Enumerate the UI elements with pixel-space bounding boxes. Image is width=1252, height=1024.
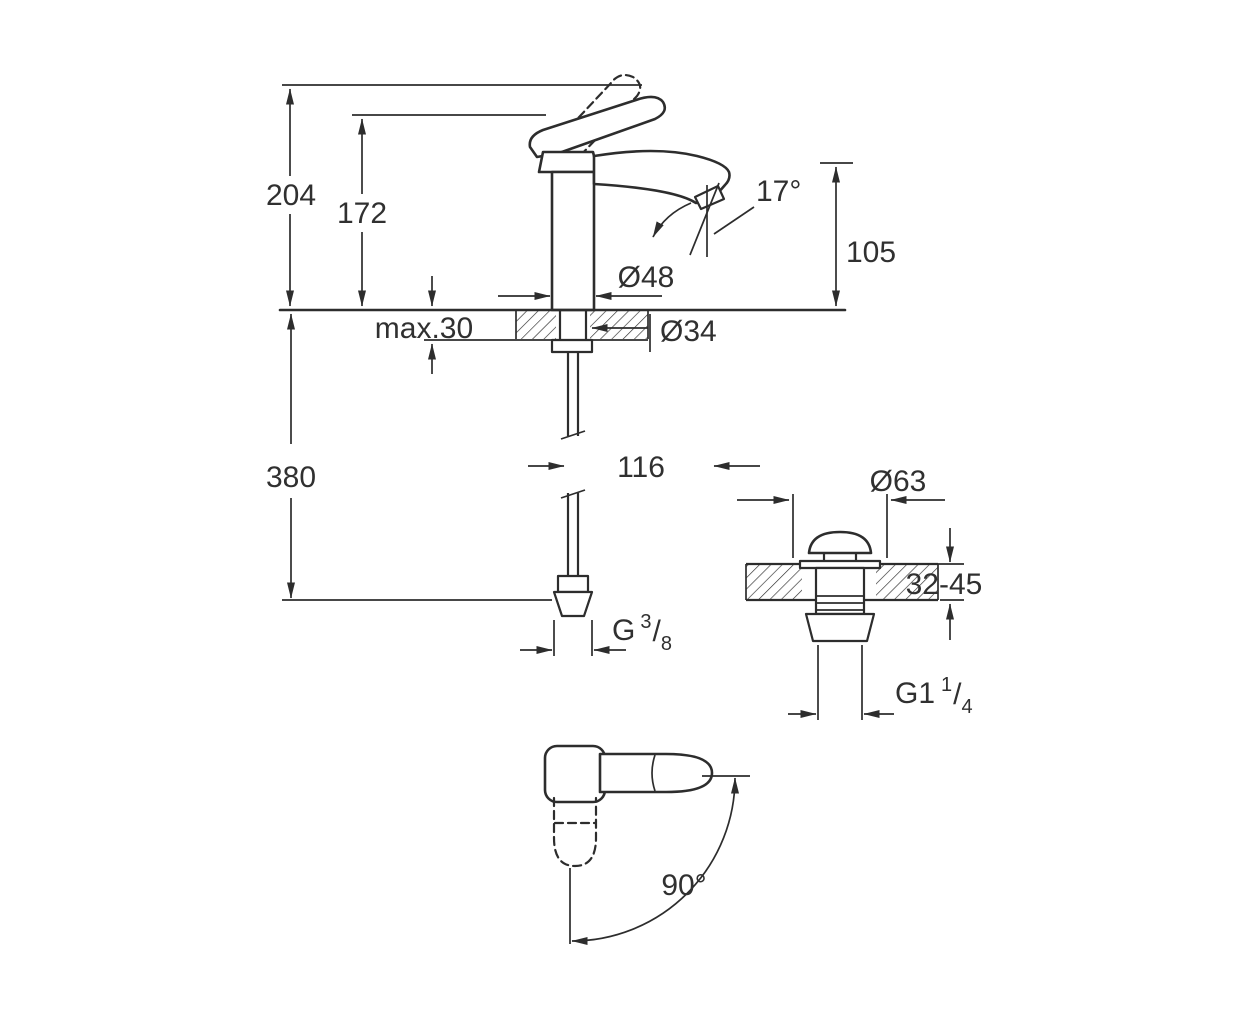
handle-top-view xyxy=(543,744,750,945)
label-waste-deck-range: 32-45 xyxy=(906,568,983,601)
supply-thread-prefix: G xyxy=(612,614,635,647)
hose-fitting-nut xyxy=(552,590,594,618)
spout-angle-reference-tilted xyxy=(689,182,720,256)
hose-break-tick-bottom xyxy=(560,489,586,499)
handle-raised-dashed-outline xyxy=(550,73,642,160)
swivel-arc xyxy=(571,777,739,945)
hose-fitting-body xyxy=(556,574,590,594)
supply-thread-slash: / xyxy=(652,615,661,648)
label-below-deck-length: 380 xyxy=(266,461,316,494)
waste-lock-nut xyxy=(804,612,876,643)
supply-thread-numerator: 3 xyxy=(640,611,651,633)
label-spout-angle: 17° xyxy=(756,175,801,208)
label-spout-reach: 116 xyxy=(617,451,665,484)
deck-hatch-left xyxy=(516,311,556,339)
label-overall-height: 204 xyxy=(266,179,316,212)
label-handle-swivel-angle: 90° xyxy=(661,869,706,902)
handle-rotated-dashed-outline xyxy=(552,796,598,868)
waste-deck-hatch-left xyxy=(746,565,802,599)
waste-thread-prefix: G1 xyxy=(895,677,935,710)
label-base-diameter: Ø48 xyxy=(618,261,675,294)
label-waste-thread: G1 1/4 xyxy=(895,674,973,718)
mounting-nut xyxy=(550,338,594,354)
spout-angle-sweep-arrow xyxy=(652,202,692,238)
label-waste-flange-diameter: Ø63 xyxy=(870,465,927,498)
dimension-labels: 204 172 17° 105 Ø48 max.30 Ø34 380 116 Ø… xyxy=(266,175,982,902)
aerator xyxy=(693,184,726,211)
handle-base-top-view xyxy=(543,744,607,804)
label-max-deck-thickness: max.30 xyxy=(375,312,473,345)
waste-body xyxy=(814,566,866,616)
label-hole-diameter: Ø34 xyxy=(660,315,717,348)
shank-and-supply-hose xyxy=(550,310,594,618)
dimension-lines xyxy=(282,84,964,720)
waste-cap-dome xyxy=(807,530,873,555)
waste-thread-slash: / xyxy=(953,678,962,711)
deck-hatch-right xyxy=(590,311,648,339)
spout xyxy=(592,149,731,205)
waste-thread-numerator: 1 xyxy=(941,674,952,696)
label-spout-outlet-height: 105 xyxy=(846,236,896,269)
mounting-deck-section xyxy=(278,308,847,341)
hose-break-tick-top xyxy=(560,430,586,440)
waste-thread-denominator: 4 xyxy=(962,696,973,718)
spout-angle-leader-line xyxy=(713,206,755,235)
faucet-front-view xyxy=(528,73,755,312)
popup-waste-detail xyxy=(745,530,939,643)
handle-lever-top-view xyxy=(598,752,714,794)
cartridge-cover xyxy=(537,150,600,174)
supply-thread-denominator: 8 xyxy=(661,633,672,655)
label-body-height: 172 xyxy=(337,197,387,230)
handle-lever xyxy=(528,95,667,159)
waste-deck-hatch-right xyxy=(876,565,938,599)
faucet-body xyxy=(550,170,596,312)
